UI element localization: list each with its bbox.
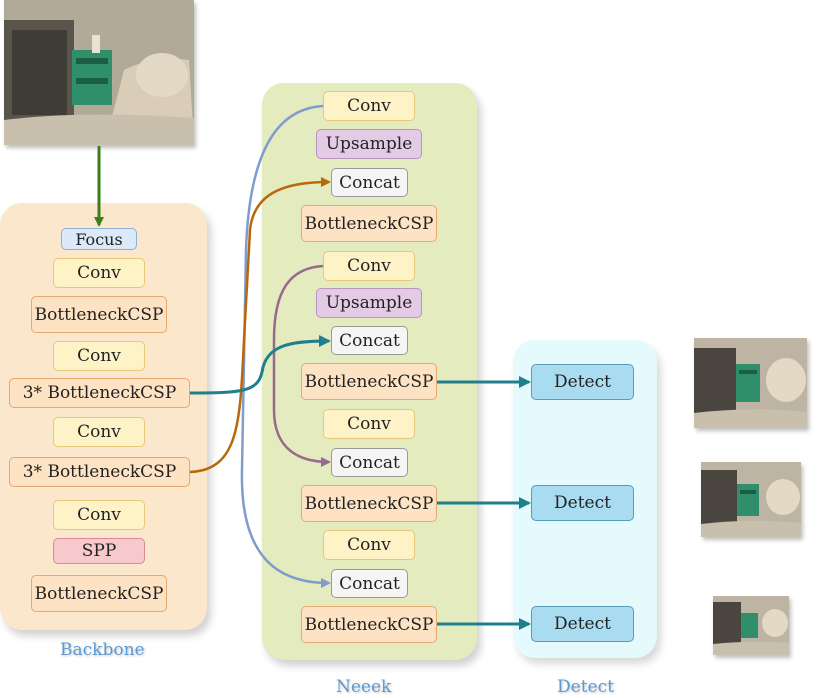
detect-node-1: Detect xyxy=(531,364,634,400)
neck-bottleneckcsp-node-1: BottleneckCSP xyxy=(301,205,437,242)
backbone-3x-bottleneckcsp-node-2: 3* BottleneckCSP xyxy=(9,457,190,487)
skip-arrow-teal xyxy=(189,335,331,395)
skip-arrow-orange xyxy=(189,177,331,474)
backbone-bottleneckcsp-node-2: BottleneckCSP xyxy=(31,575,167,612)
backbone-conv-node-3: Conv xyxy=(53,417,145,447)
neck-conv-node-2: Conv xyxy=(323,251,415,281)
neck-conv-node-1: Conv xyxy=(323,91,415,121)
neck-concat-node-1: Concat xyxy=(331,168,408,197)
input-image-graphic xyxy=(4,0,194,145)
backbone-spp-node: SPP xyxy=(53,538,145,564)
skip-arrow-blue xyxy=(240,104,331,588)
detect-node-2: Detect xyxy=(531,485,634,521)
neck-concat-node-4: Concat xyxy=(331,569,408,598)
output-image-3-graphic xyxy=(713,596,789,655)
output-image-1-graphic xyxy=(694,338,807,428)
neck-bottleneckcsp-node-4: BottleneckCSP xyxy=(301,606,437,643)
neck-conv-node-4: Conv xyxy=(323,530,415,560)
input-image xyxy=(4,0,194,145)
neck-concat-node-2: Concat xyxy=(331,326,408,355)
backbone-conv-node-4: Conv xyxy=(53,500,145,530)
backbone-conv-node-2: Conv xyxy=(53,341,145,371)
output-image-2-graphic xyxy=(701,462,801,537)
backbone-focus-node: Focus xyxy=(61,228,137,250)
neck-upsample-node-1: Upsample xyxy=(316,129,422,159)
backbone-caption: Backbone xyxy=(60,640,145,660)
output-image-2 xyxy=(701,462,801,537)
neck-bottleneckcsp-node-2: BottleneckCSP xyxy=(301,363,437,400)
output-image-3 xyxy=(713,596,789,655)
backbone-bottleneckcsp-node-1: BottleneckCSP xyxy=(31,296,167,333)
backbone-conv-node-1: Conv xyxy=(53,258,145,288)
output-image-1 xyxy=(694,338,807,428)
backbone-3x-bottleneckcsp-node-1: 3* BottleneckCSP xyxy=(9,378,190,408)
neck-caption: Neeek xyxy=(336,677,392,697)
detect-caption: Detect xyxy=(557,677,614,697)
neck-concat-node-3: Concat xyxy=(331,448,408,477)
neck-bottleneckcsp-node-3: BottleneckCSP xyxy=(301,485,437,522)
detect-node-3: Detect xyxy=(531,606,634,642)
neck-upsample-node-2: Upsample xyxy=(316,288,422,318)
skip-arrow-purple xyxy=(272,264,331,467)
neck-conv-node-3: Conv xyxy=(323,409,415,439)
